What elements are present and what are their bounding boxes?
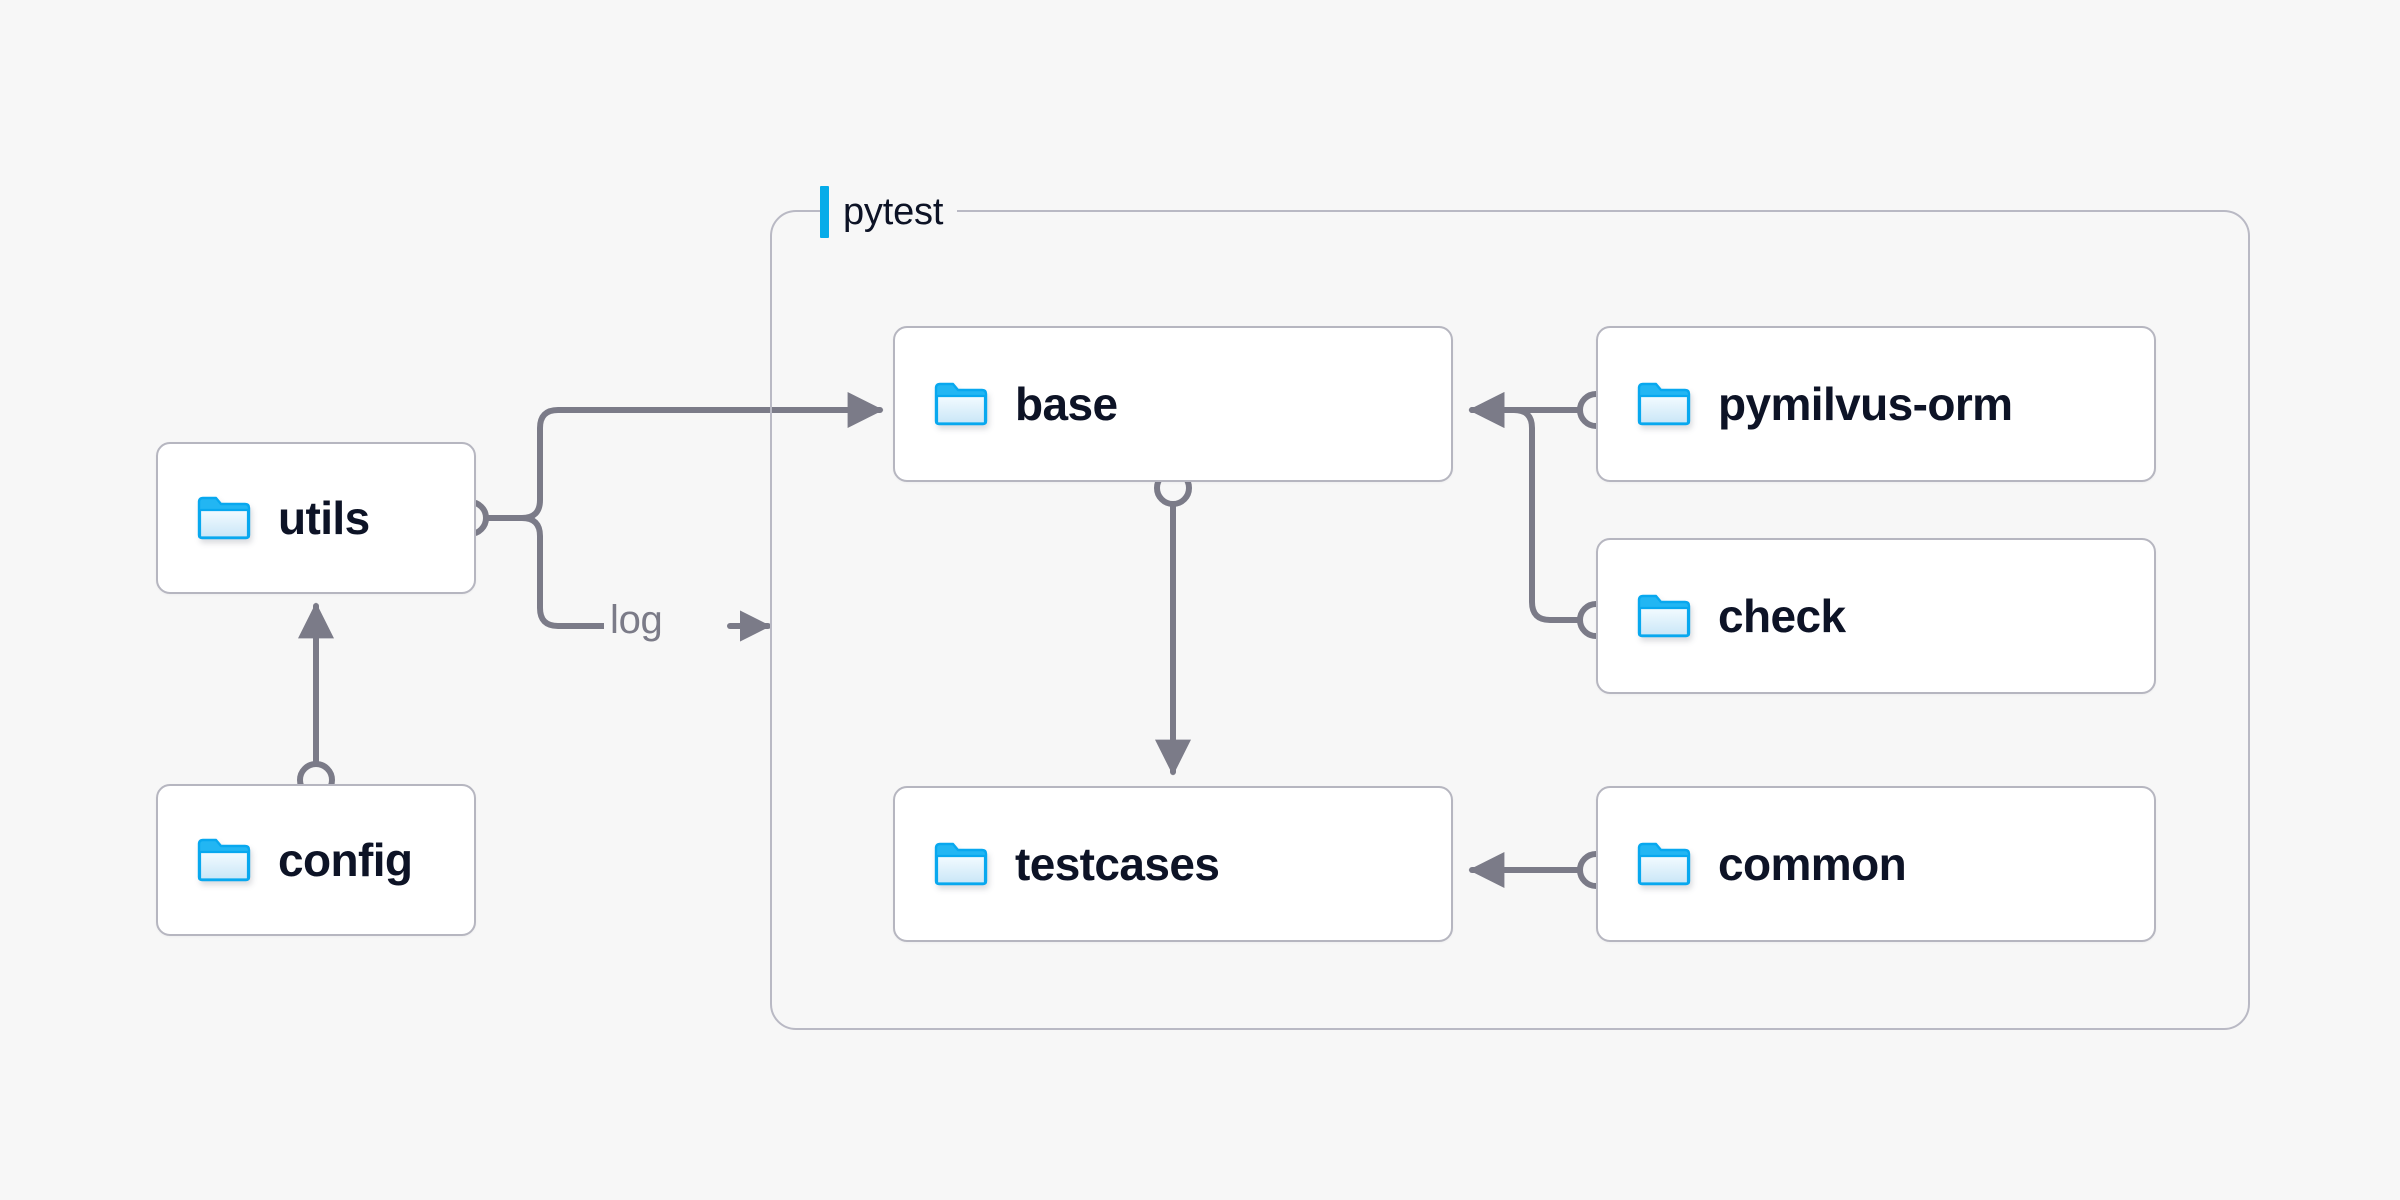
group-pytest-label: pytest <box>820 186 958 238</box>
node-config[interactable]: config <box>156 784 476 936</box>
node-base-label: base <box>1015 378 1118 430</box>
node-pymilvus-orm-label: pymilvus-orm <box>1718 378 2013 430</box>
node-base[interactable]: base <box>893 326 1453 482</box>
node-utils-label: utils <box>278 492 370 544</box>
folder-icon <box>1637 382 1691 426</box>
folder-icon <box>934 382 988 426</box>
folder-icon <box>197 838 251 882</box>
node-utils[interactable]: utils <box>156 442 476 594</box>
node-pymilvus-orm[interactable]: pymilvus-orm <box>1596 326 2156 482</box>
accent-bar-icon <box>820 186 829 238</box>
node-common-label: common <box>1718 838 1907 890</box>
folder-icon <box>1637 594 1691 638</box>
folder-icon <box>934 842 988 886</box>
node-check[interactable]: check <box>1596 538 2156 694</box>
folder-icon <box>197 496 251 540</box>
node-testcases-label: testcases <box>1015 838 1220 890</box>
node-common[interactable]: common <box>1596 786 2156 942</box>
node-config-label: config <box>278 834 413 886</box>
node-check-label: check <box>1718 590 1846 642</box>
group-pytest[interactable] <box>770 210 2250 1030</box>
folder-icon <box>1637 842 1691 886</box>
edge-label-log: log <box>604 600 669 640</box>
group-pytest-label-text: pytest <box>843 190 944 233</box>
node-testcases[interactable]: testcases <box>893 786 1453 942</box>
